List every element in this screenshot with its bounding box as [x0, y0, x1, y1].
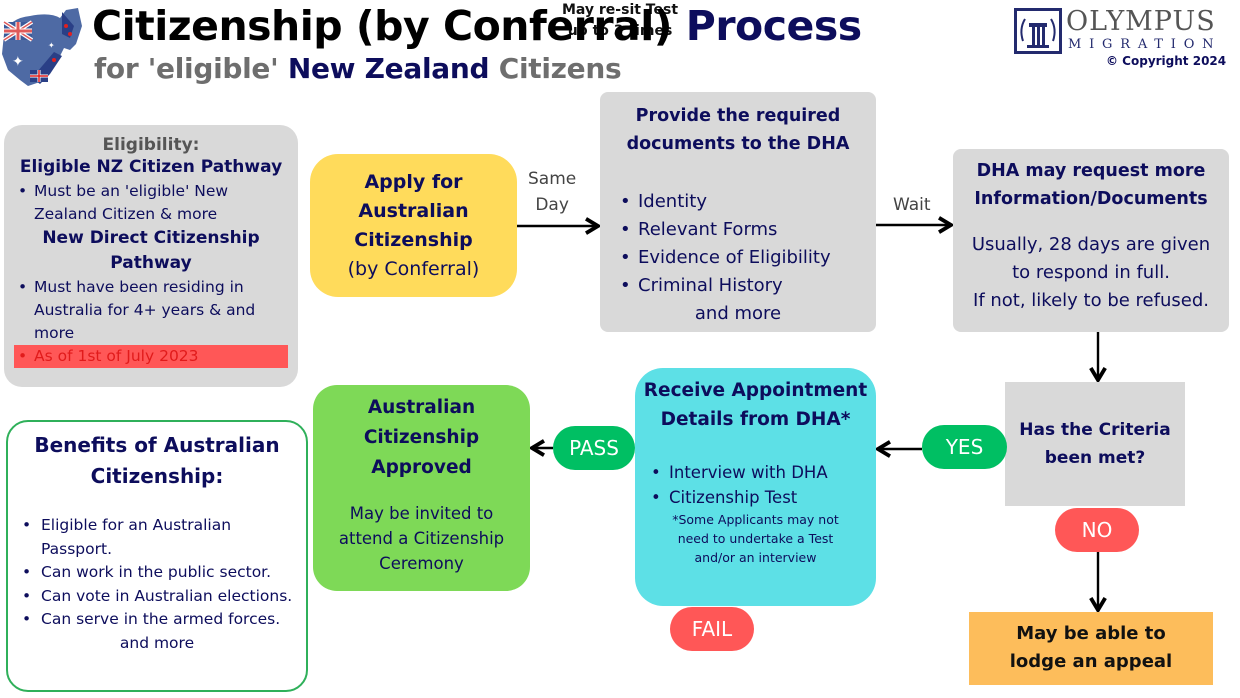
resit-note: May re-sit Test up to 3 times: [0, 0, 1240, 42]
benefits-box: Benefits of Australian Citizenship: Elig…: [6, 420, 308, 692]
greek-column-logo-icon: [1014, 8, 1062, 54]
pathway2-list: Must have been residing in Australia for…: [14, 276, 288, 368]
wait-label: Wait: [893, 195, 931, 215]
list-item: Eligible for an Australian Passport.: [20, 514, 306, 561]
svg-text:✦: ✦: [12, 54, 24, 70]
subtitle-prefix: for 'eligible': [94, 52, 279, 85]
documents-more: and more: [694, 303, 782, 324]
resit-line2: up to 3 times: [567, 23, 673, 39]
list-item: Citizenship Test: [647, 485, 876, 510]
appeal-text: May be able to lodge an appeal: [1009, 623, 1173, 672]
appointment-title: Receive Appointment Details from DHA*: [643, 380, 868, 430]
benefits-list: Eligible for an Australian Passport. Can…: [8, 514, 306, 632]
criteria-decision-box: Has the Criteria been met?: [1005, 382, 1185, 506]
subtitle-accent: New Zealand: [287, 52, 490, 85]
page-title: Citizenship (by Conferral) Process: [92, 2, 862, 50]
dha-request-box: DHA may request more Information/Documen…: [953, 149, 1229, 332]
svg-text:✦: ✦: [48, 41, 55, 50]
same-day-label: Same Day: [528, 166, 576, 218]
appeal-box: May be able to lodge an appeal: [969, 612, 1213, 685]
list-item: Identity: [618, 188, 876, 216]
title-accent: Process: [685, 2, 862, 50]
list-item: Evidence of Eligibility: [618, 244, 876, 272]
list-item: Criminal History: [618, 272, 876, 300]
eligibility-date-note: As of 1st of July 2023: [14, 345, 288, 368]
australia-new-zealand-flag-icon: ✦ ✦: [2, 8, 82, 86]
apply-title: Apply for Australian Citizenship: [354, 171, 473, 251]
logo-wordmark: OLYMPUS: [1066, 6, 1216, 37]
page-subtitle: for 'eligible' New Zealand Citizens: [94, 52, 622, 85]
pathway1-list: Must be an 'eligible' New Zealand Citize…: [14, 180, 288, 226]
pass-pill: PASS: [553, 426, 635, 470]
same-day-line2: Day: [535, 195, 569, 215]
list-item: Relevant Forms: [618, 216, 876, 244]
appointment-box: Receive Appointment Details from DHA* In…: [635, 368, 876, 606]
pathway1-title: Eligible NZ Citizen Pathway: [19, 157, 283, 177]
documents-list: Identity Relevant Forms Evidence of Elig…: [600, 188, 876, 300]
list-item: Must be an 'eligible' New Zealand Citize…: [14, 180, 288, 226]
no-pill: NO: [1055, 508, 1139, 552]
eligibility-heading: Eligibility:: [102, 135, 200, 155]
appointment-list: Interview with DHA Citizenship Test: [635, 460, 876, 510]
appointment-note: *Some Applicants may not need to underta…: [672, 512, 839, 565]
benefits-title: Benefits of Australian Citizenship:: [34, 433, 280, 488]
title-main: Citizenship (by Conferral): [92, 2, 673, 50]
body-line: If not, likely to be refused.: [973, 290, 1209, 311]
list-item: Must have been residing in Australia for…: [14, 276, 288, 345]
body-line: to respond in full.: [1012, 262, 1170, 283]
apply-subtitle: (by Conferral): [347, 258, 480, 280]
documents-title: Provide the required documents to the DH…: [626, 106, 850, 154]
approved-title: Australian Citizenship Approved: [363, 397, 480, 478]
logo-submark: MIGRATION: [1068, 37, 1222, 52]
same-day-line1: Same: [528, 169, 577, 189]
copyright-text: © Copyright 2024: [1106, 54, 1227, 68]
body-line: Usually, 28 days are given: [971, 234, 1211, 255]
list-item: Can serve in the armed forces.: [20, 608, 306, 632]
subtitle-suffix: Citizens: [498, 52, 622, 85]
list-item: Can vote in Australian elections.: [20, 585, 306, 609]
yes-pill: YES: [922, 425, 1007, 469]
eligibility-box: Eligibility: Eligible NZ Citizen Pathway…: [4, 125, 298, 387]
documents-box: Provide the required documents to the DH…: [600, 92, 876, 332]
approved-box: Australian Citizenship Approved May be i…: [313, 385, 530, 591]
fail-pill: FAIL: [670, 607, 754, 651]
apply-box: Apply for Australian Citizenship (by Con…: [310, 154, 517, 297]
approved-body: May be invited to attend a Citizenship C…: [338, 504, 505, 573]
list-item: Can work in the public sector.: [20, 561, 306, 585]
resit-line1: May re-sit Test: [561, 2, 679, 18]
dha-request-title: DHA may request more Information/Documen…: [974, 161, 1208, 209]
benefits-more: and more: [119, 633, 195, 652]
pathway2-title: New Direct Citizenship Pathway: [42, 228, 260, 273]
criteria-question: Has the Criteria been met?: [1019, 420, 1171, 468]
list-item: Interview with DHA: [647, 460, 876, 485]
dha-request-body: Usually, 28 days are given to respond in…: [953, 231, 1229, 315]
